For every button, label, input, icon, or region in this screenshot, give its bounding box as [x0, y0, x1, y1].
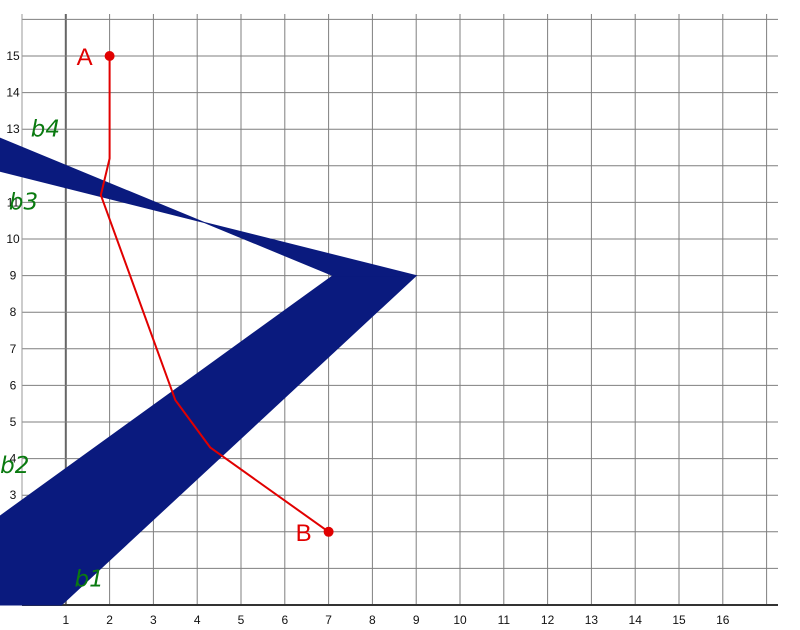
- point-a-label: A: [77, 44, 93, 71]
- y-tick-label-15: 15: [6, 49, 20, 63]
- y-tick-label-14: 14: [6, 86, 20, 100]
- x-tick-label-8: 8: [369, 613, 376, 627]
- region-label-b3: b3: [9, 190, 38, 216]
- x-tick-label-5: 5: [238, 613, 245, 627]
- region-label-b4: b4: [31, 117, 60, 143]
- x-tick-label-1: 1: [62, 613, 69, 627]
- x-tick-label-13: 13: [585, 613, 599, 627]
- path-layer: [99, 55, 330, 533]
- x-tick-label-6: 6: [281, 613, 288, 627]
- y-tick-label-11: 11: [7, 195, 20, 209]
- point-a-marker: [104, 51, 115, 61]
- region-label-b1: b1: [75, 567, 104, 593]
- y-tick-label-6: 6: [10, 378, 17, 392]
- label-layer: b4 b3 b2 b1: [0, 117, 104, 593]
- y-tick-label-4: 4: [10, 452, 17, 466]
- point-b-marker: [323, 526, 334, 537]
- x-tick-label-15: 15: [672, 613, 686, 627]
- upper-band: [0, 137, 417, 277]
- band-layer: [0, 137, 418, 606]
- y-tick-label-8: 8: [10, 305, 17, 319]
- region-label-b2: b2: [0, 453, 29, 479]
- y-tick-label-7: 7: [10, 342, 17, 356]
- point-b-label: B: [296, 520, 312, 547]
- y-tick-label-9: 9: [10, 269, 17, 283]
- x-tick-label-2: 2: [106, 613, 113, 627]
- y-tick-label-10: 10: [6, 232, 20, 246]
- point-layer: AB: [77, 44, 334, 547]
- x-tick-label-4: 4: [194, 613, 201, 627]
- y-tick-label-5: 5: [10, 415, 17, 429]
- red-path: [99, 55, 330, 533]
- x-tick-label-14: 14: [629, 613, 643, 627]
- x-tick-label-16: 16: [716, 613, 730, 627]
- x-tick-label-12: 12: [541, 613, 555, 627]
- y-tick-label-13: 13: [6, 122, 20, 136]
- x-tick-label-3: 3: [150, 613, 157, 627]
- x-tick-label-11: 11: [498, 613, 511, 627]
- x-tick-label-10: 10: [453, 613, 467, 627]
- y-tick-label-3: 3: [10, 488, 17, 502]
- x-tick-label-9: 9: [413, 613, 420, 627]
- x-tick-label-7: 7: [325, 613, 332, 627]
